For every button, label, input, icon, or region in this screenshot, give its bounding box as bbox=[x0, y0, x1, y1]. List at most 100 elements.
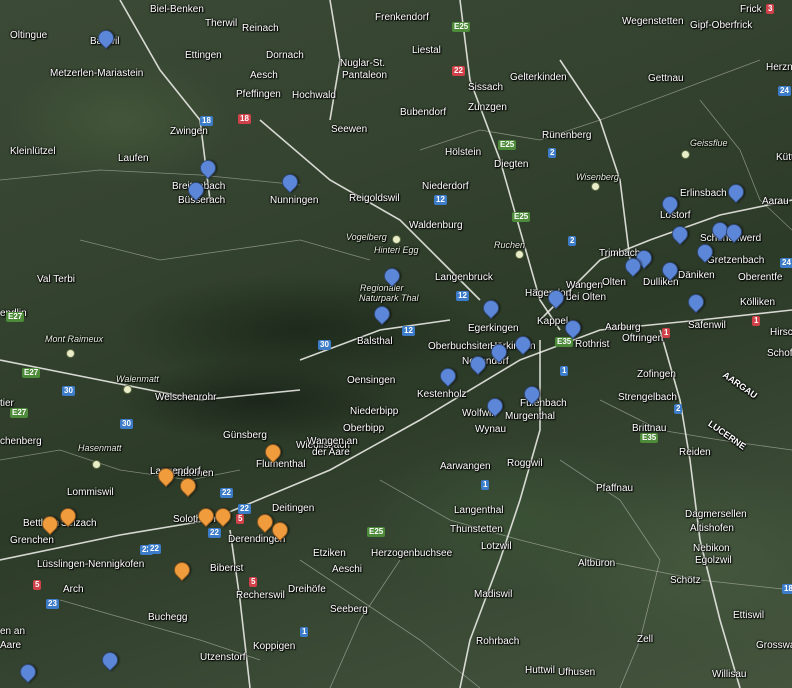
road-shield: 30 bbox=[120, 419, 133, 429]
place-label: Härkingen bbox=[490, 341, 536, 352]
place-label: Grenchen bbox=[10, 535, 54, 546]
place-label: Hochwald bbox=[292, 90, 336, 101]
place-label: Safenwil bbox=[688, 320, 726, 331]
place-label: Gettnau bbox=[648, 73, 684, 84]
place-label: Rothrist bbox=[575, 339, 610, 350]
place-label: Wangen bbox=[566, 280, 603, 291]
place-label: Buchegg bbox=[148, 612, 188, 623]
place-label: Egolzwil bbox=[695, 555, 732, 566]
place-label: Gipf-Oberfrick bbox=[690, 20, 753, 31]
peak-icon bbox=[591, 182, 600, 191]
place-label: Huttwil bbox=[525, 665, 556, 676]
place-label: Zofingen bbox=[637, 369, 676, 380]
road-shield: 18 bbox=[238, 114, 251, 124]
place-label: Murgenthal bbox=[505, 411, 556, 422]
road-shield: 18 bbox=[200, 116, 213, 126]
place-label: Mont Raimeux bbox=[45, 334, 104, 344]
road-shield: 12 bbox=[456, 291, 469, 301]
place-label: Reiden bbox=[679, 447, 711, 458]
place-label: Etziken bbox=[313, 548, 346, 559]
place-label: Gretzenbach bbox=[707, 255, 765, 266]
place-label: Metzerlen-Mariastein bbox=[50, 68, 144, 79]
place-label: Therwil bbox=[205, 18, 238, 29]
place-label: Büsserach bbox=[178, 195, 226, 206]
place-label: Deitingen bbox=[272, 503, 315, 514]
place-label: Trimbach bbox=[599, 248, 641, 259]
road-shield: 3 bbox=[766, 4, 775, 14]
place-label: Wegenstetten bbox=[622, 16, 684, 27]
place-label: Herzogenbuchsee bbox=[371, 548, 453, 559]
peak-icon bbox=[123, 385, 132, 394]
place-label: Kütt bbox=[776, 152, 792, 163]
place-label: Waldenburg bbox=[409, 220, 463, 231]
place-label: Wangen an bbox=[307, 436, 358, 447]
place-label: Willisau bbox=[712, 669, 747, 680]
place-label: Oensingen bbox=[347, 375, 396, 386]
road-shield: E27 bbox=[22, 368, 41, 378]
road-shield: 1 bbox=[662, 328, 671, 338]
place-label: Grosswa bbox=[756, 640, 792, 651]
place-label: Bubendorf bbox=[400, 107, 447, 118]
road-shield: 22 bbox=[208, 528, 221, 538]
place-label: Recherswil bbox=[236, 590, 285, 601]
road-shield: 30 bbox=[318, 340, 331, 350]
place-label: tier bbox=[0, 398, 14, 409]
place-label: Madiswil bbox=[474, 589, 513, 600]
peak-icon bbox=[92, 460, 101, 469]
place-label: Pantaleon bbox=[342, 70, 388, 81]
road-shield: 22 bbox=[148, 544, 161, 554]
road-shield: 12 bbox=[434, 195, 447, 205]
road-shield: 2 bbox=[568, 236, 577, 246]
place-label: Rüttenen bbox=[173, 468, 214, 479]
place-label: Flumenthal bbox=[256, 459, 306, 470]
place-label: bei Olten bbox=[566, 292, 607, 303]
place-label: Altbüron bbox=[578, 558, 616, 569]
road-shield: E35 bbox=[640, 433, 659, 443]
place-label: der Aare bbox=[312, 447, 350, 458]
road-shield: 5 bbox=[236, 514, 245, 524]
place-label: Aarwangen bbox=[440, 461, 491, 472]
road-shield: 22 bbox=[140, 545, 153, 555]
place-label: Ettingen bbox=[185, 50, 222, 61]
place-label: Schötz bbox=[670, 575, 701, 586]
road-shield: 12 bbox=[402, 326, 415, 336]
place-label: Diegten bbox=[494, 159, 529, 170]
place-label: Kölliken bbox=[740, 297, 776, 308]
place-label: Laufen bbox=[118, 153, 149, 164]
road-shield: 30 bbox=[62, 386, 75, 396]
place-label: Aesch bbox=[250, 70, 278, 81]
place-label: Ruchen bbox=[494, 240, 526, 250]
place-label: Hirsch bbox=[770, 327, 792, 338]
place-label: Vogelberg bbox=[346, 232, 387, 242]
place-label: Wynau bbox=[475, 424, 507, 435]
place-label: Lüsslingen-Nennigkofen bbox=[37, 559, 145, 570]
road-shield: 18 bbox=[782, 584, 792, 594]
place-label: Ufhusen bbox=[558, 667, 596, 678]
place-label: chenberg bbox=[0, 436, 42, 447]
place-label: Hölstein bbox=[445, 147, 482, 158]
place-label: Oftringen bbox=[622, 333, 664, 344]
place-label: Liestal bbox=[412, 45, 441, 56]
place-label: Solothurn bbox=[173, 514, 216, 525]
place-label: Rünenberg bbox=[542, 130, 592, 141]
place-label: Nuglar-St. bbox=[340, 58, 386, 69]
place-label: Walenmatt bbox=[116, 374, 159, 384]
place-label: Brittnau bbox=[632, 423, 667, 434]
road-shield: 24 bbox=[778, 86, 791, 96]
place-label: Thunstetten bbox=[450, 524, 503, 535]
place-label: Derendingen bbox=[228, 534, 286, 545]
place-label: Däniken bbox=[678, 270, 715, 281]
road-shield: E25 bbox=[452, 22, 471, 32]
place-label: Kappel bbox=[537, 316, 569, 327]
road-shield: 22 bbox=[452, 66, 465, 76]
place-label: Frenkendorf bbox=[375, 12, 429, 23]
place-label: Reigoldswil bbox=[349, 193, 400, 204]
place-label: Val Terbi bbox=[37, 274, 75, 285]
place-label: Fulenbach bbox=[520, 398, 567, 409]
place-label: Biberist bbox=[210, 563, 244, 574]
place-label: Kleinlützel bbox=[10, 146, 56, 157]
place-label: Wiedlisbach bbox=[296, 440, 350, 451]
peak-icon bbox=[515, 250, 524, 259]
